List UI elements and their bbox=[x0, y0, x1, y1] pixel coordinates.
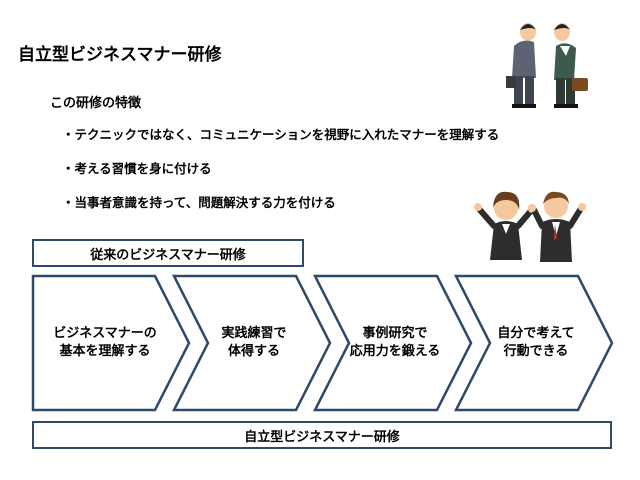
page-title: 自立型ビジネスマナー研修 bbox=[18, 45, 222, 65]
process-step-4-shape bbox=[453, 274, 614, 412]
cheering-businesspeople-illustration bbox=[474, 191, 586, 262]
features-heading: この研修の特徴 bbox=[50, 96, 142, 111]
process-step-3-shape bbox=[312, 274, 473, 412]
process-step-4-label: 自分で考えて行動できる bbox=[497, 326, 575, 359]
bowing-businessmen-illustration bbox=[506, 23, 588, 108]
process-step-2-shape bbox=[171, 274, 332, 412]
process-step-3-label: 事例研究で応用力を鍛える bbox=[349, 326, 441, 359]
self-reliant-training-label: 自立型ビジネスマナー研修 bbox=[244, 429, 400, 445]
feature-item-1: ・テクニックではなく、コミュニケーションを視野に入れたマナーを理解する bbox=[62, 127, 500, 142]
feature-item-2: ・考える習慣を身に付ける bbox=[62, 161, 212, 176]
feature-item-3: ・当事者意識を持って、問題解決する力を付ける bbox=[62, 195, 336, 210]
process-step-2-label: 実践練習で体得する bbox=[221, 326, 287, 359]
conventional-training-bar: 従来のビジネスマナー研修 bbox=[32, 239, 304, 267]
process-step-1-label: ビジネスマナーの基本を理解する bbox=[53, 326, 157, 359]
process-step-1-shape bbox=[31, 274, 191, 412]
self-reliant-training-bar: 自立型ビジネスマナー研修 bbox=[32, 421, 612, 449]
conventional-training-label: 従来のビジネスマナー研修 bbox=[90, 247, 246, 263]
